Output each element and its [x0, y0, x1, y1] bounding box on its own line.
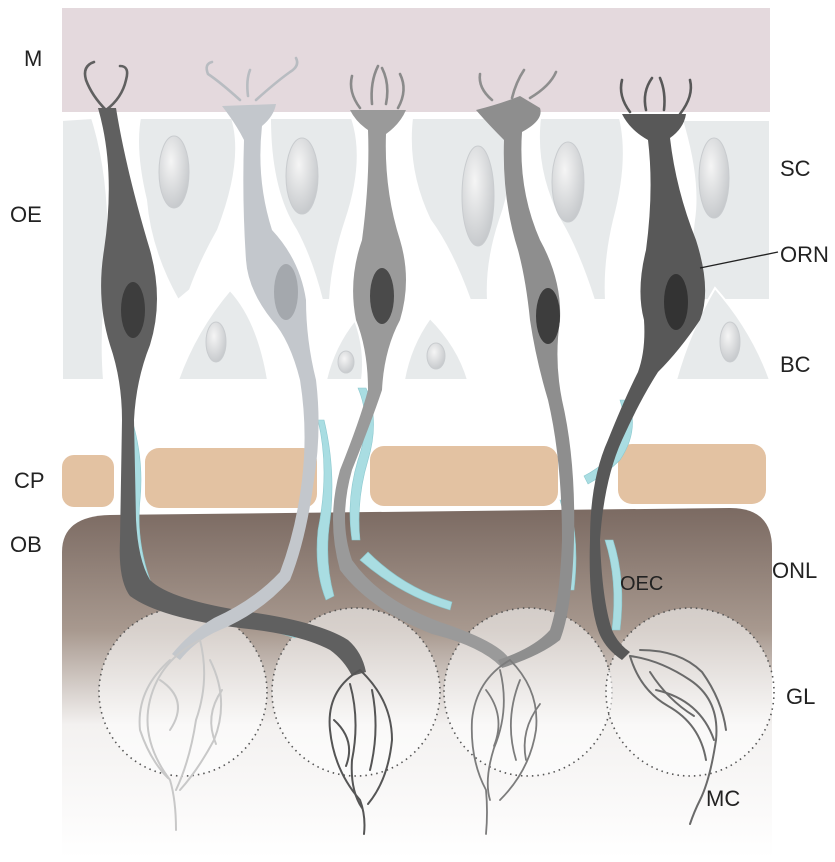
label-olfactory-bulb: OB — [10, 532, 42, 557]
cribriform-plate — [62, 444, 766, 508]
label-cribriform-plate: CP — [14, 468, 45, 493]
supporting-cell — [62, 118, 109, 380]
label-basal-cells: BC — [780, 352, 811, 377]
glomerulus — [606, 608, 774, 776]
label-mucus: M — [24, 46, 42, 71]
label-supporting-cells: SC — [780, 156, 811, 181]
label-olfactory-epithelium: OE — [10, 202, 42, 227]
supporting-cell — [411, 118, 512, 300]
glomerulus — [99, 608, 267, 776]
label-olfactory-receptor-neuron: ORN — [780, 242, 829, 267]
label-olfactory-ensheathing-cells: OEC — [620, 573, 663, 595]
label-glomerular-layer: GL — [786, 684, 815, 709]
label-olfactory-nerve-layer: ONL — [772, 558, 817, 583]
label-mitral-cells: MC — [706, 786, 740, 811]
